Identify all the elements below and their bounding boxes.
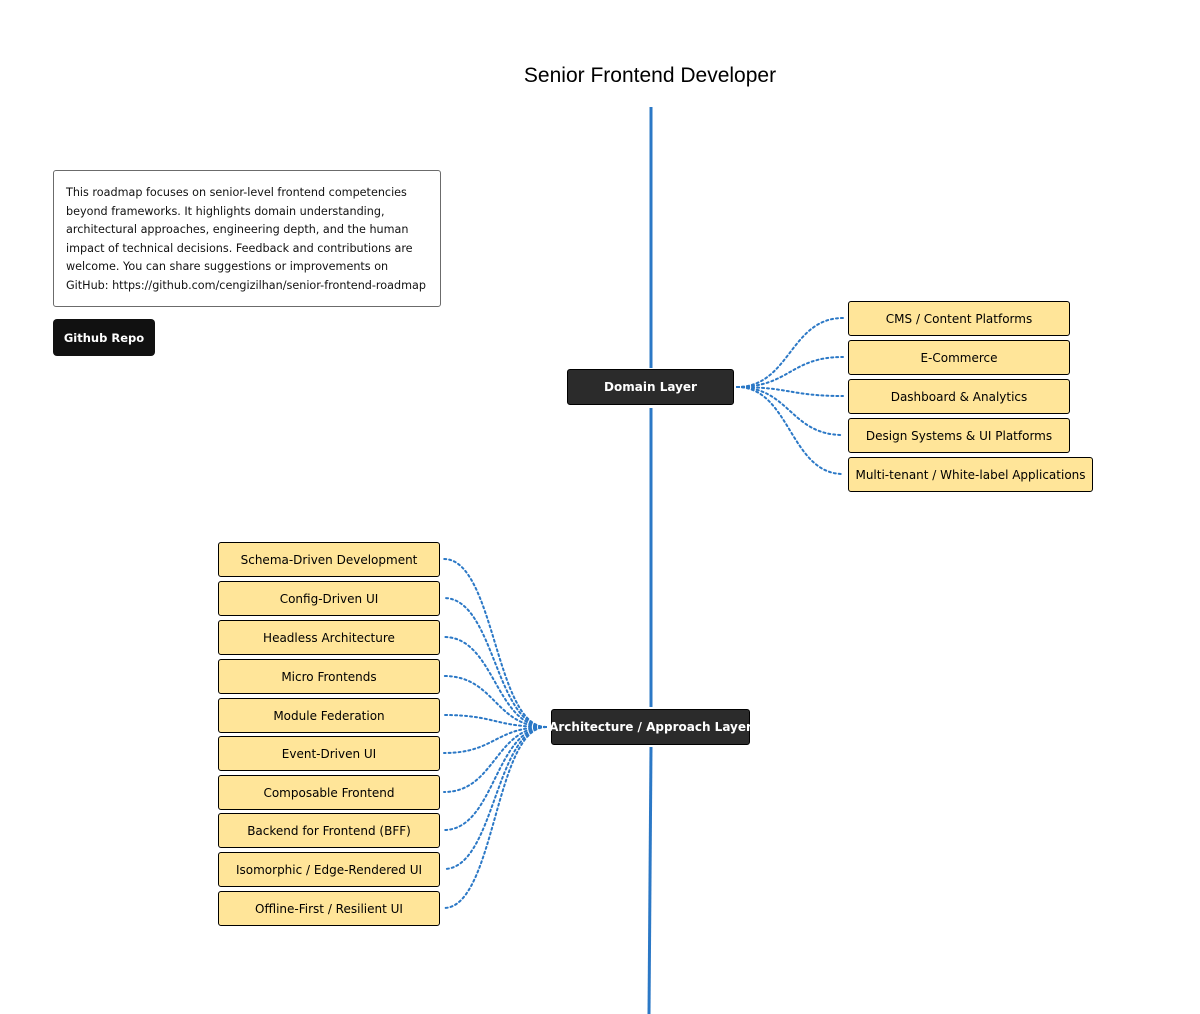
domain-connectors	[736, 317, 844, 475]
github-repo-button[interactable]: Github Repo	[53, 319, 155, 356]
connector-architecture-9	[443, 726, 547, 909]
topic-e-commerce[interactable]: E-Commerce	[848, 340, 1070, 375]
connector-architecture-3	[443, 675, 547, 728]
connector-architecture-7	[443, 726, 547, 831]
topic-schema-driven-development[interactable]: Schema-Driven Development	[218, 542, 440, 577]
connector-domain-2	[736, 386, 844, 397]
topic-cms-content-platforms[interactable]: CMS / Content Platforms	[848, 301, 1070, 336]
topic-backend-for-frontend[interactable]: Backend for Frontend (BFF)	[218, 813, 440, 848]
connector-architecture-2	[443, 636, 547, 728]
topic-isomorphic-edge-rendered[interactable]: Isomorphic / Edge-Rendered UI	[218, 852, 440, 887]
topic-module-federation[interactable]: Module Federation	[218, 698, 440, 733]
topic-headless-architecture[interactable]: Headless Architecture	[218, 620, 440, 655]
connector-domain-4	[736, 386, 844, 475]
topic-event-driven-ui[interactable]: Event-Driven UI	[218, 736, 440, 771]
layer-node-domain[interactable]: Domain Layer	[567, 369, 734, 405]
topic-offline-first[interactable]: Offline-First / Resilient UI	[218, 891, 440, 926]
connector-domain-1	[736, 356, 844, 388]
connector-architecture-1	[443, 597, 547, 728]
topic-config-driven-ui[interactable]: Config-Driven UI	[218, 581, 440, 616]
topic-micro-frontends[interactable]: Micro Frontends	[218, 659, 440, 694]
layer-node-architecture[interactable]: Architecture / Approach Layer	[549, 709, 752, 745]
architecture-connectors	[443, 558, 547, 909]
connector-domain-0	[736, 317, 844, 388]
topic-composable-frontend[interactable]: Composable Frontend	[218, 775, 440, 810]
topic-dashboard-analytics[interactable]: Dashboard & Analytics	[848, 379, 1070, 414]
roadmap-title: Senior Frontend Developer	[523, 64, 777, 87]
topic-design-systems[interactable]: Design Systems & UI Platforms	[848, 418, 1070, 453]
topic-multi-tenant[interactable]: Multi-tenant / White-label Applications	[848, 457, 1093, 492]
connector-architecture-0	[443, 558, 547, 728]
connector-domain-3	[736, 386, 844, 436]
intro-text-box: This roadmap focuses on senior-level fro…	[53, 170, 441, 307]
connector-architecture-6	[443, 726, 547, 793]
spine-line	[647, 746, 653, 1014]
connector-architecture-8	[443, 726, 547, 870]
connector-architecture-5	[443, 726, 547, 754]
connector-architecture-4	[443, 714, 547, 728]
